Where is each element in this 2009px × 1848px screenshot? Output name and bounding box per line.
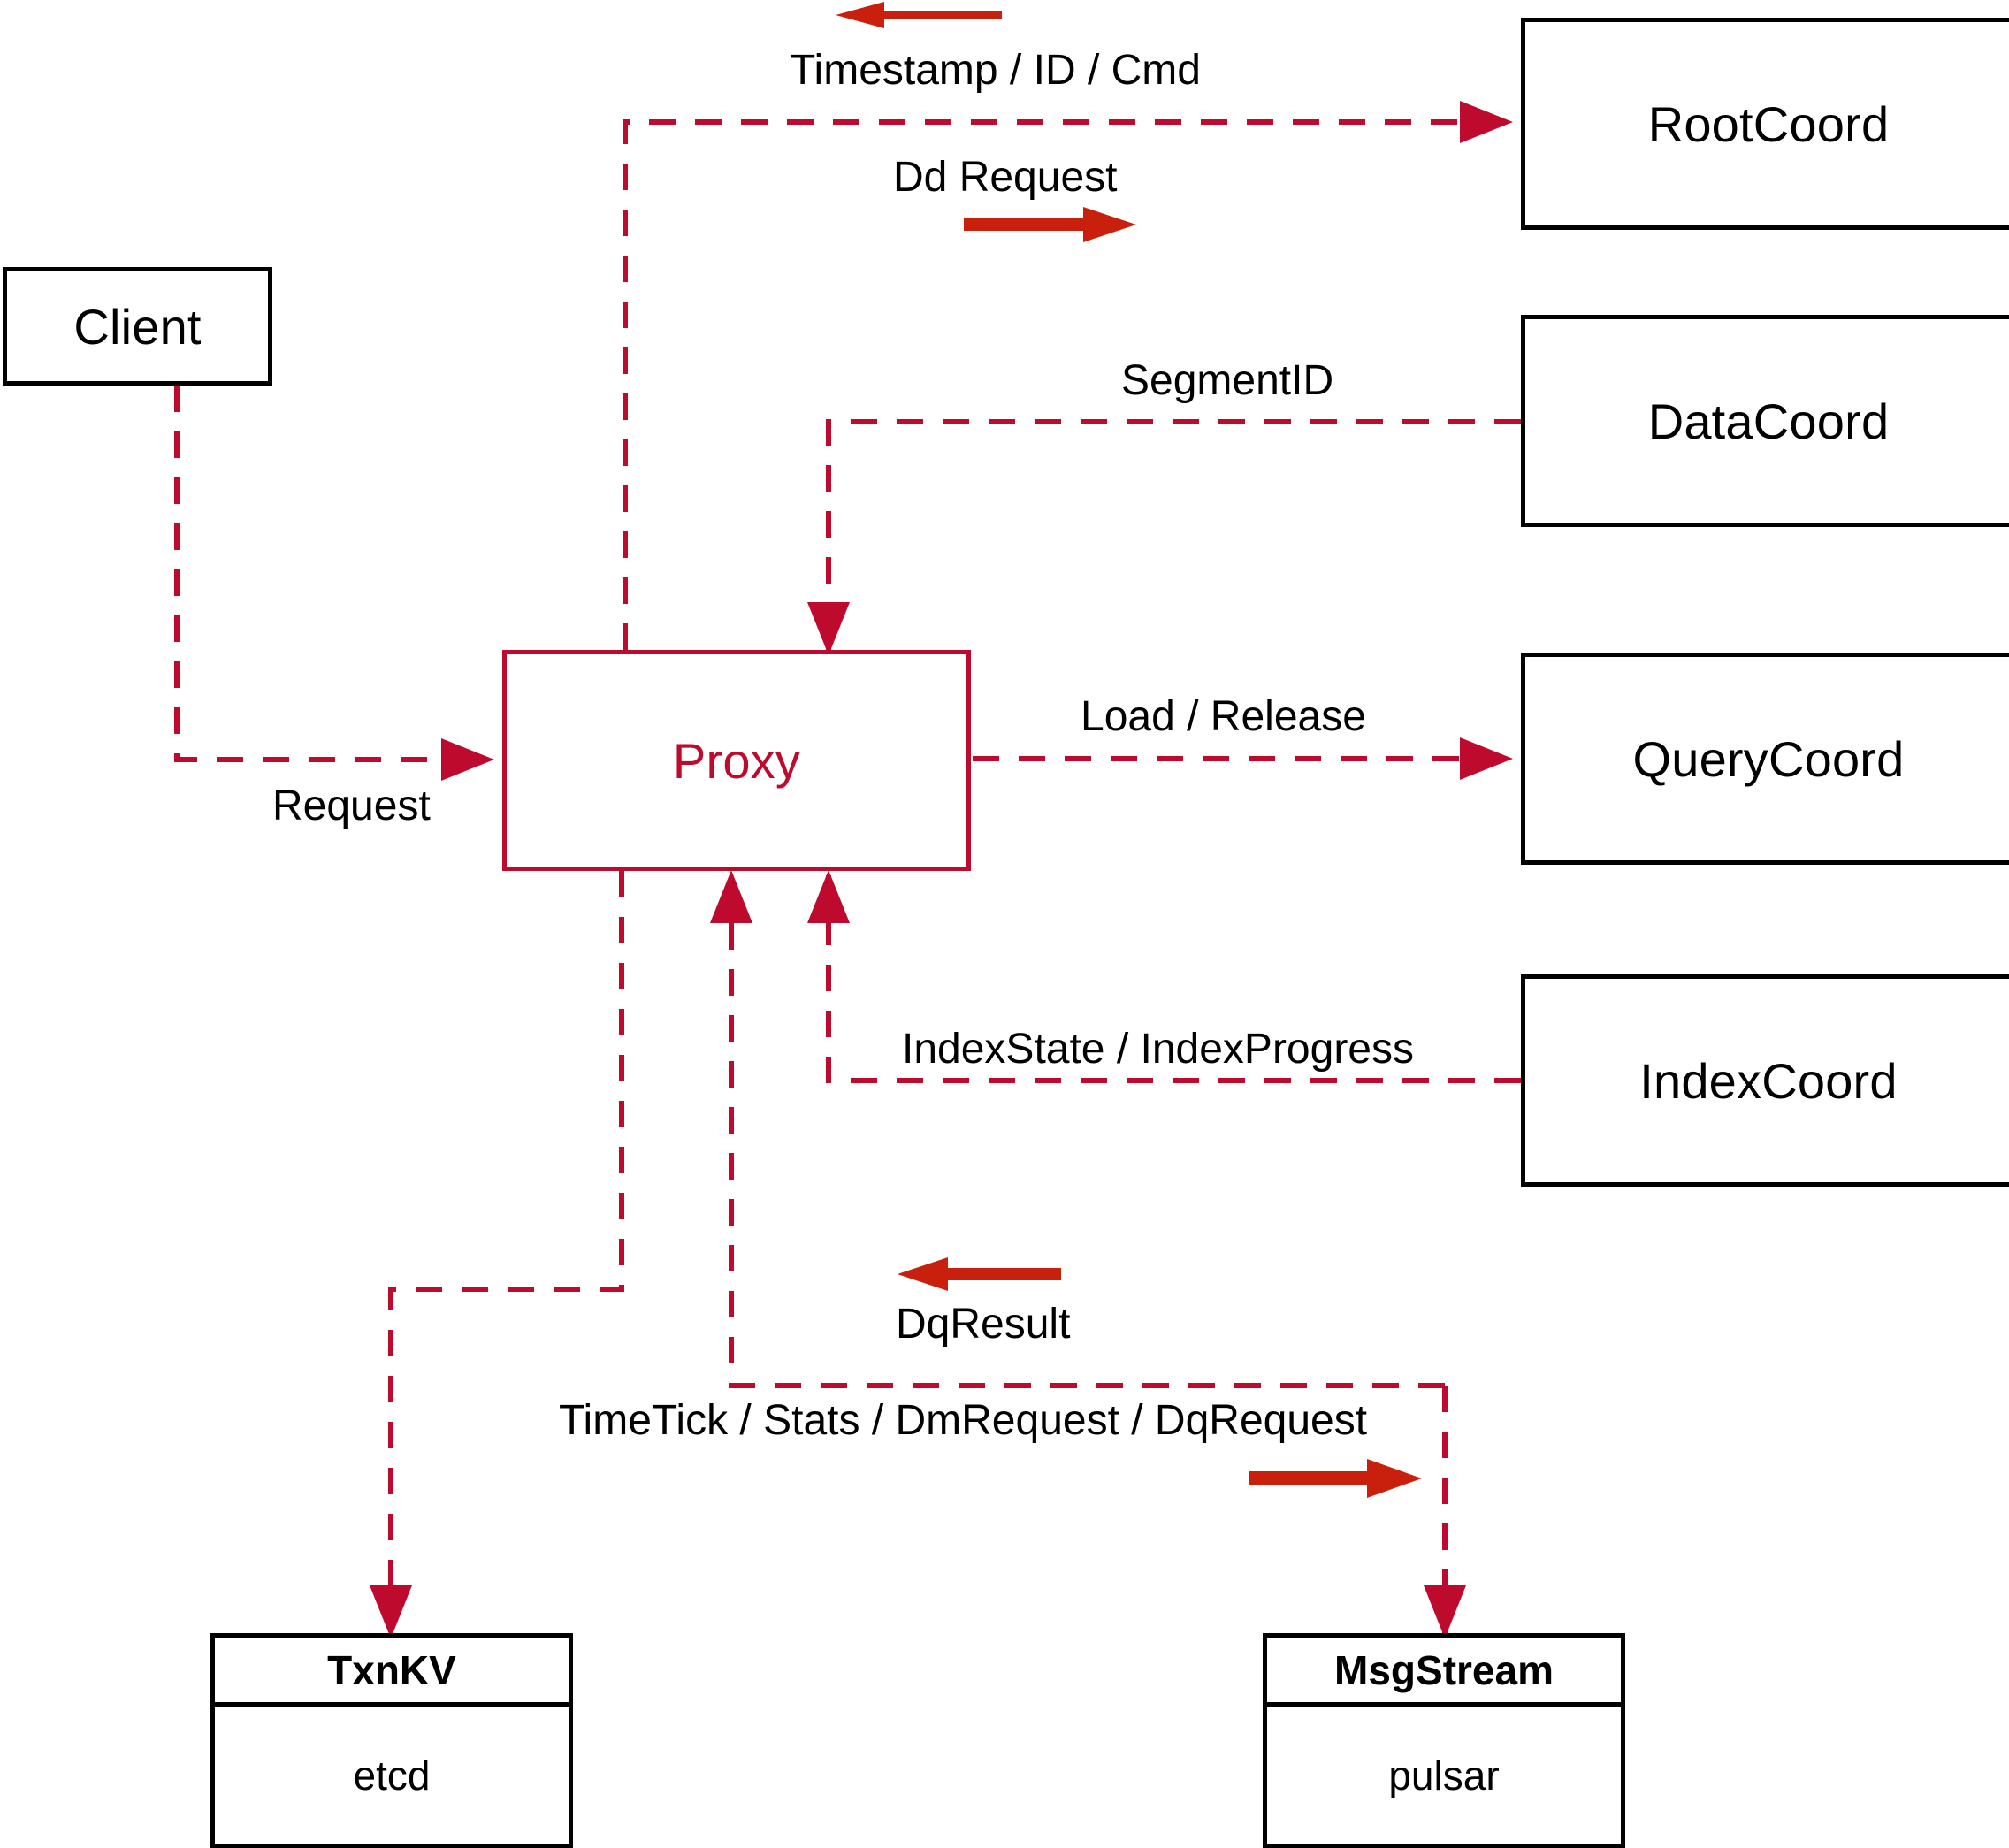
edge-proxy-to-txnkv: [370, 871, 624, 1638]
node-proxy[interactable]: Proxy: [502, 650, 971, 871]
node-rootcoord[interactable]: RootCoord: [1521, 18, 2009, 230]
node-rootcoord-label: RootCoord: [1647, 95, 1890, 152]
node-msgstream-title: MsgStream: [1267, 1638, 1621, 1707]
node-client[interactable]: Client: [3, 267, 272, 386]
edge-datacoord-to-proxy: [807, 419, 1521, 655]
edge-client-to-proxy: [174, 386, 494, 781]
node-querycoord[interactable]: QueryCoord: [1521, 653, 2009, 865]
node-client-label: Client: [73, 298, 202, 355]
node-txnkv[interactable]: TxnKV etcd: [210, 1633, 573, 1848]
edge-label-request: Request: [272, 783, 431, 829]
node-proxy-label: Proxy: [672, 732, 801, 789]
edge-label-load-release: Load / Release: [1081, 693, 1366, 740]
edge-label-index-state: IndexState / IndexProgress: [902, 1026, 1414, 1073]
node-txnkv-title: TxnKV: [215, 1638, 569, 1707]
node-indexcoord[interactable]: IndexCoord: [1521, 974, 2009, 1187]
edge-label-timestamp-id-cmd: Timestamp / ID / Cmd: [790, 47, 1201, 94]
edge-msgstream-to-proxy: [710, 870, 1445, 1388]
arrow-right-dd-request: [964, 207, 1136, 242]
edge-label-timetick-stats: TimeTick / Stats / DmRequest / DqRequest: [559, 1397, 1368, 1444]
node-datacoord-label: DataCoord: [1647, 393, 1890, 449]
arrow-left-timestamp: [836, 2, 1002, 28]
edge-proxy-to-rootcoord: [623, 101, 1513, 650]
arrow-right-timetick: [1249, 1459, 1422, 1498]
edge-label-dq-result: DqResult: [896, 1301, 1071, 1348]
node-msgstream-impl: pulsar: [1388, 1752, 1500, 1798]
edge-label-dd-request: Dd Request: [893, 154, 1118, 201]
node-msgstream[interactable]: MsgStream pulsar: [1263, 1633, 1625, 1848]
node-txnkv-impl: etcd: [353, 1752, 431, 1798]
node-indexcoord-label: IndexCoord: [1639, 1052, 1898, 1109]
node-datacoord[interactable]: DataCoord: [1521, 315, 2009, 527]
arrow-left-dq-result: [898, 1257, 1061, 1291]
edge-label-segment-id: SegmentID: [1121, 357, 1334, 404]
node-querycoord-label: QueryCoord: [1632, 730, 1905, 787]
